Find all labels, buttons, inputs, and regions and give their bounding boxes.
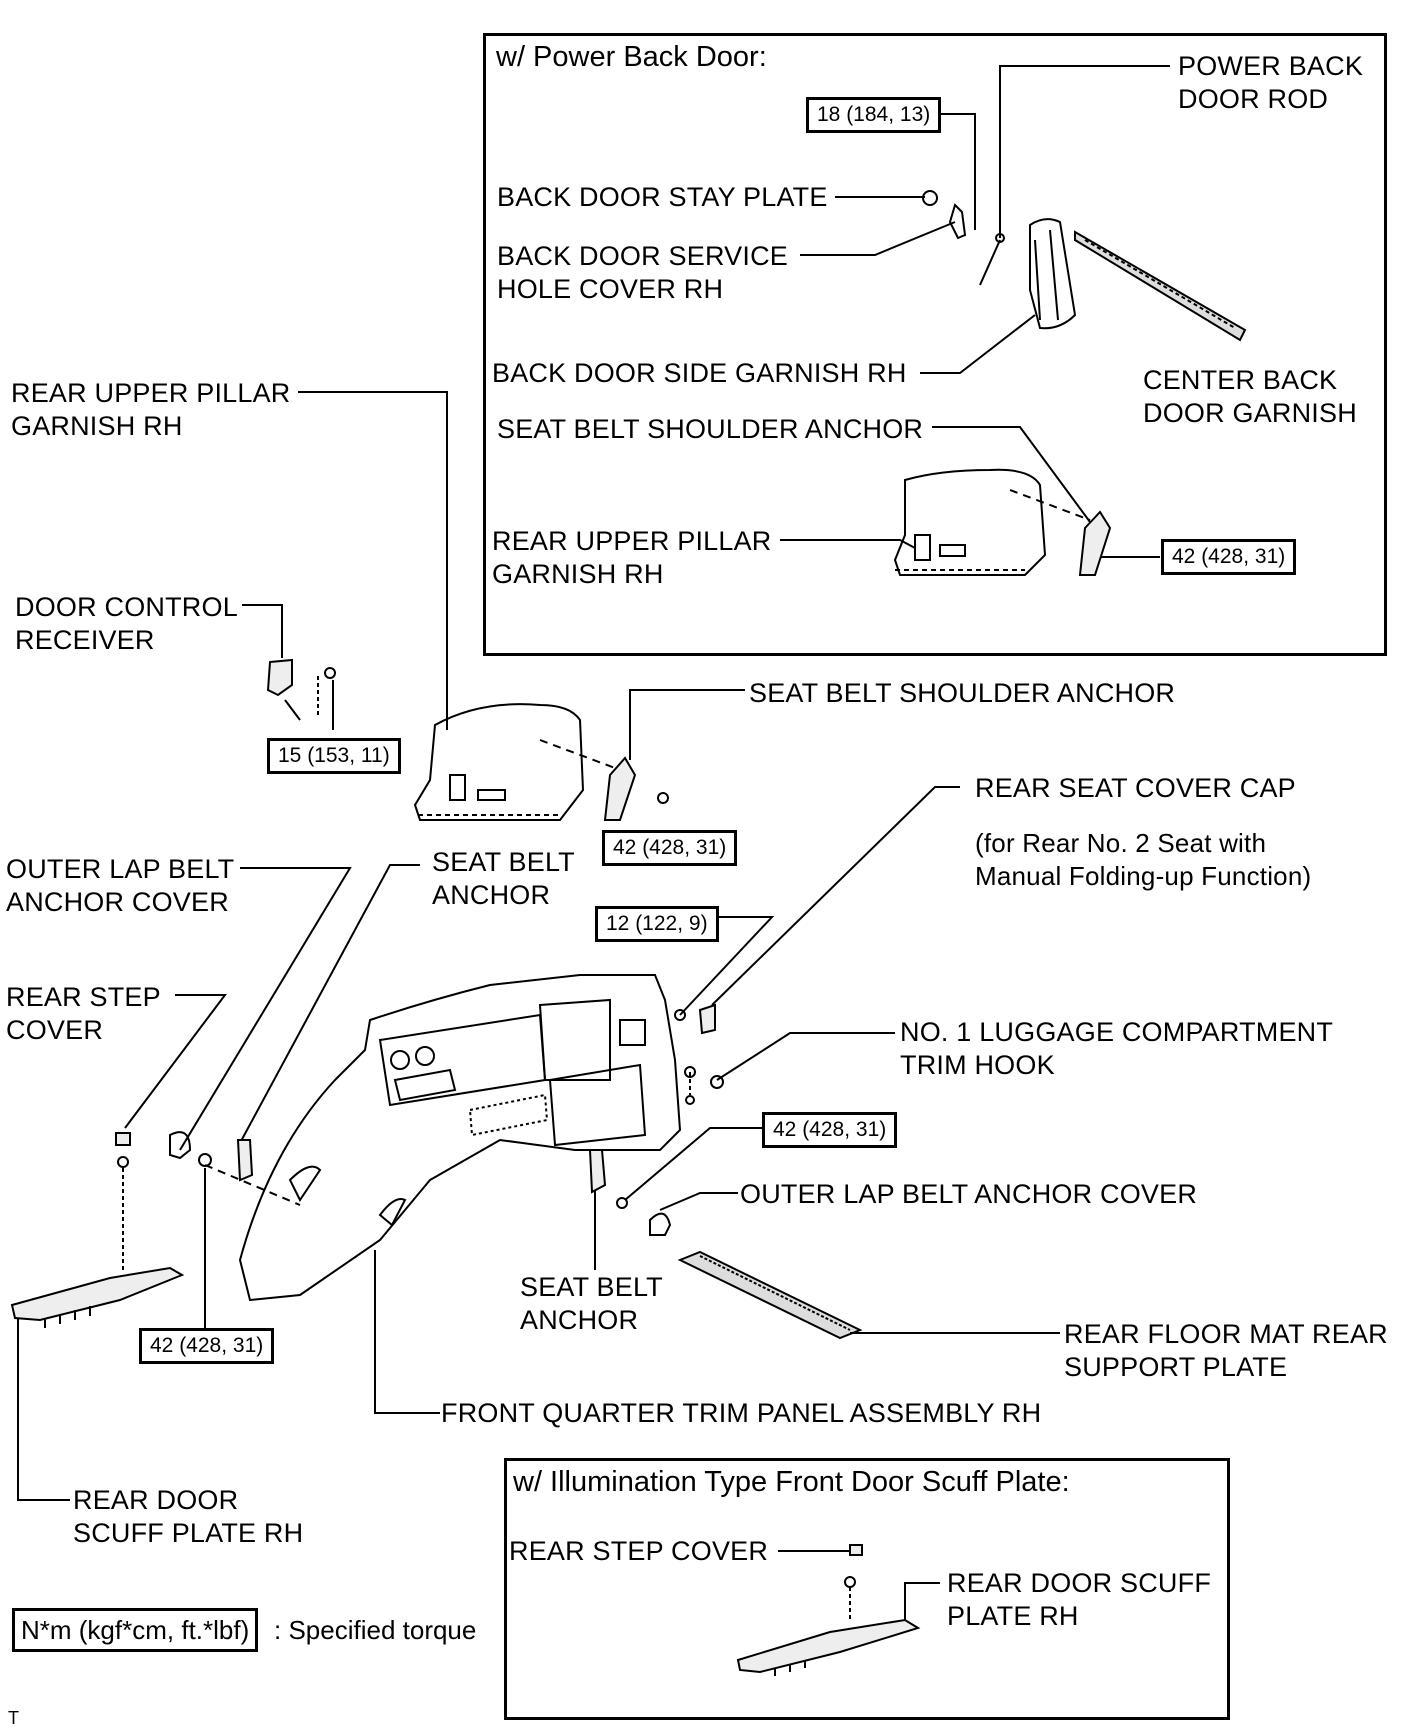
label-rear-floor-mat-support-plate: REAR FLOOR MAT REAR SUPPORT PLATE: [1064, 1319, 1388, 1382]
inset-title-power-back-door: w/ Power Back Door:: [496, 41, 767, 73]
illumination-inset-parts: [736, 1544, 940, 1676]
label-seat-belt-anchor-lower: SEAT BELT ANCHOR: [520, 1272, 663, 1335]
label-front-quarter-trim-panel: FRONT QUARTER TRIM PANEL ASSEMBLY RH: [441, 1398, 1042, 1428]
legend-unit-box: N*m (kgf*cm, ft.*lbf): [12, 1608, 259, 1652]
illumination-scuff-inset: [504, 1458, 1230, 1720]
label-back-door-side-garnish: BACK DOOR SIDE GARNISH RH: [492, 358, 907, 388]
label-rear-seat-cover-cap: REAR SEAT COVER CAP: [975, 773, 1296, 803]
main-assembly-parts: [10, 391, 1060, 1501]
corner-mark: T: [8, 1708, 19, 1728]
label-outer-lap-belt-anchor-cover-left: OUTER LAP BELT ANCHOR COVER: [6, 854, 235, 917]
label-no1-luggage-trim-hook: NO. 1 LUGGAGE COMPARTMENT TRIM HOOK: [900, 1017, 1334, 1080]
torque-rod: 18 (184, 13): [806, 97, 942, 133]
label-seat-belt-shoulder-anchor-inset: SEAT BELT SHOULDER ANCHOR: [497, 414, 924, 444]
torque-cover-cap: 12 (122, 9): [595, 906, 719, 942]
power-back-door-inset: [483, 33, 1387, 656]
label-center-back-door-garnish: CENTER BACK DOOR GARNISH: [1143, 365, 1357, 428]
label-door-control-receiver: DOOR CONTROL RECEIVER: [15, 592, 238, 655]
torque-shoulder-anchor: 42 (428, 31): [602, 830, 738, 866]
label-outer-lap-belt-anchor-cover-right: OUTER LAP BELT ANCHOR COVER: [740, 1179, 1198, 1209]
torque-lower-anchor: 42 (428, 31): [762, 1112, 898, 1148]
label-rear-upper-pillar-garnish-inset: REAR UPPER PILLAR GARNISH RH: [492, 526, 772, 589]
label-back-door-stay-plate: BACK DOOR STAY PLATE: [497, 182, 828, 212]
label-rear-door-scuff-plate-inset: REAR DOOR SCUFF PLATE RH: [947, 1568, 1212, 1631]
torque-anchor-inset: 42 (428, 31): [1161, 539, 1297, 575]
label-seat-belt-shoulder-anchor: SEAT BELT SHOULDER ANCHOR: [749, 678, 1176, 708]
power-back-door-parts: [780, 65, 1247, 576]
torque-left-anchor: 42 (428, 31): [139, 1328, 275, 1364]
label-power-back-door-rod: POWER BACK DOOR ROD: [1178, 51, 1364, 114]
label-rear-step-cover-inset: REAR STEP COVER: [509, 1536, 769, 1566]
label-back-door-service-hole-cover: BACK DOOR SERVICE HOLE COVER RH: [497, 241, 788, 304]
inset-title-illumination: w/ Illumination Type Front Door Scuff Pl…: [513, 1466, 1070, 1498]
label-seat-belt-anchor-upper: SEAT BELT ANCHOR: [432, 847, 575, 910]
label-rear-seat-cover-cap-note: (for Rear No. 2 Seat with Manual Folding…: [975, 828, 1312, 891]
label-rear-upper-pillar-garnish: REAR UPPER PILLAR GARNISH RH: [11, 378, 291, 441]
torque-receiver: 15 (153, 11): [267, 738, 401, 774]
legend-text: : Specified torque: [274, 1615, 477, 1645]
label-rear-step-cover: REAR STEP COVER: [6, 982, 161, 1045]
label-rear-door-scuff-plate: REAR DOOR SCUFF PLATE RH: [73, 1485, 304, 1548]
